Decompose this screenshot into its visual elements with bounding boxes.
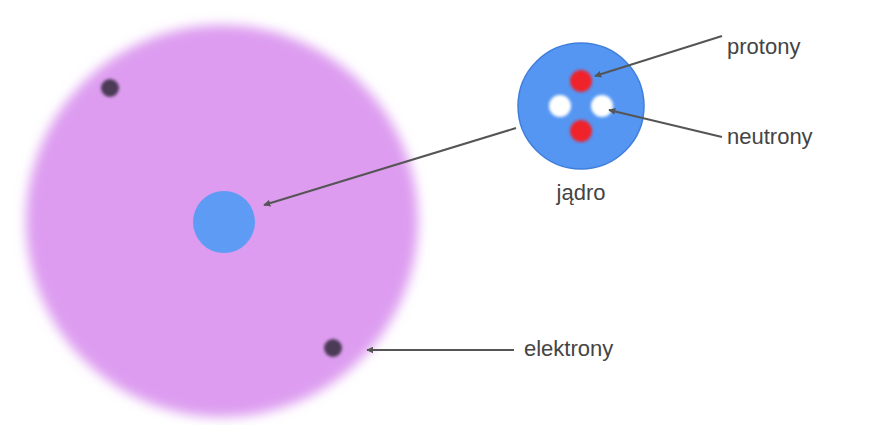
electron [324, 339, 342, 357]
part-label: neutrony [727, 124, 813, 150]
electron [101, 79, 119, 97]
nucleus-circle [518, 43, 644, 169]
part-label: protony [727, 34, 800, 60]
leader-line [367, 349, 514, 351]
nucleus-detail: jądro [515, 42, 647, 206]
electron-cloud [26, 25, 418, 417]
nucleus-outline [515, 42, 647, 174]
part-label: elektrony [524, 336, 613, 362]
leader-line [609, 110, 722, 137]
neutron [591, 95, 613, 117]
leader-line [595, 36, 722, 76]
neutron [549, 95, 571, 117]
zoom-arrow [264, 128, 516, 205]
nucleus [193, 191, 255, 253]
proton [570, 70, 592, 92]
proton [570, 120, 592, 142]
nucleus-caption: jądro [515, 42, 647, 206]
